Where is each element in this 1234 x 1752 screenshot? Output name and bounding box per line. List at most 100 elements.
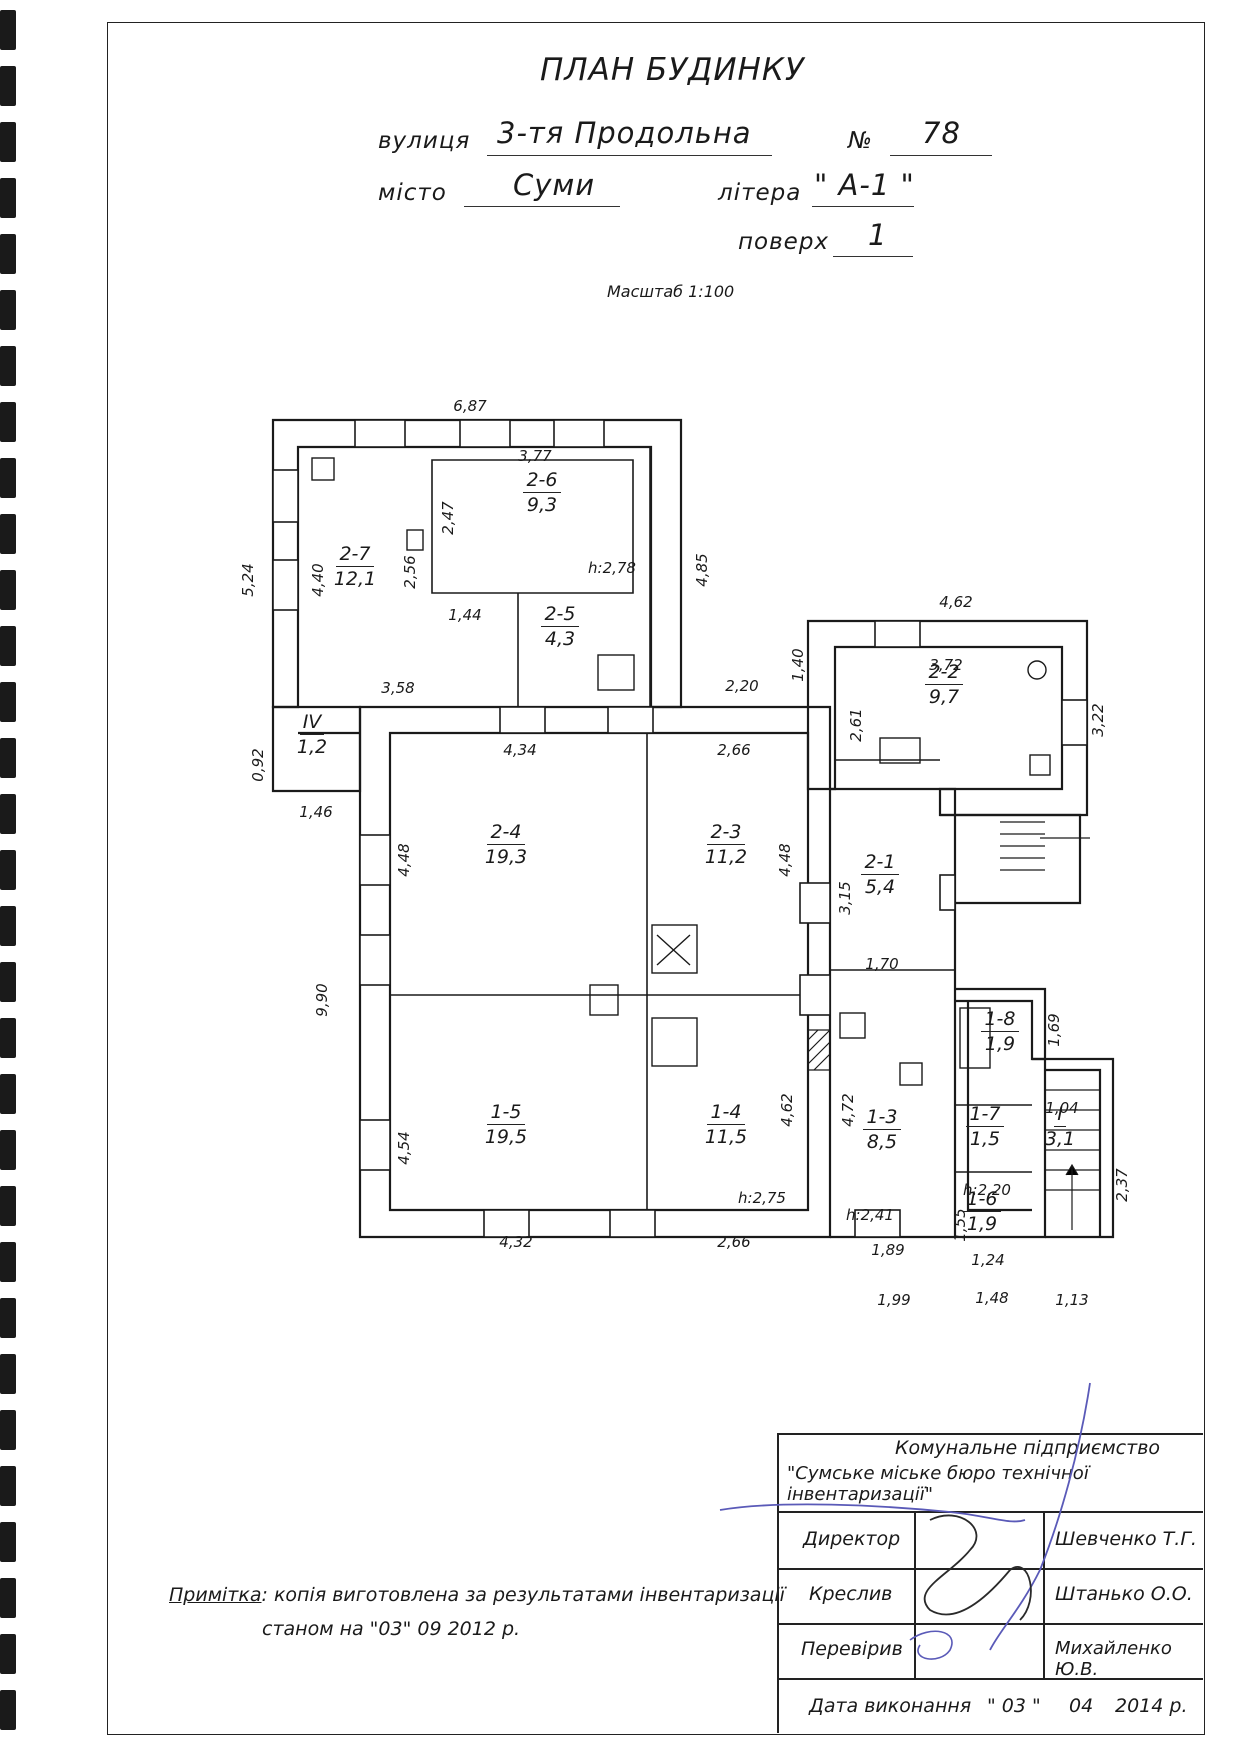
dimension-label: 1,40 <box>789 648 807 682</box>
room-id: 1-3 <box>863 1105 901 1130</box>
number-label: № <box>848 128 873 154</box>
dimension-label: 1,99 <box>877 1291 911 1309</box>
street-label: вулиця <box>378 128 471 154</box>
city-underline <box>464 206 620 207</box>
room-area: 11,5 <box>704 1126 748 1148</box>
note: Примітка: копія виготовлена за результат… <box>169 1584 785 1606</box>
binding-ring <box>0 290 16 330</box>
room-id: 2-5 <box>541 602 579 627</box>
binding-ring <box>0 346 16 386</box>
room-id: 2-1 <box>861 850 899 875</box>
room-area: 1,5 <box>969 1128 1001 1150</box>
binding-ring <box>0 458 16 498</box>
room-area: 1,9 <box>984 1033 1016 1055</box>
binding-ring <box>0 1298 16 1338</box>
director-name: Шевченко Т.Г. <box>1055 1528 1197 1550</box>
room-area: 3,1 <box>1044 1128 1076 1150</box>
letter-value: " А-1 " <box>814 168 915 202</box>
dimension-label: 1,44 <box>448 606 482 624</box>
room-area: 1,2 <box>296 736 328 758</box>
room-area: 8,5 <box>866 1131 898 1153</box>
dimension-label: 1,70 <box>865 955 899 973</box>
binding-ring <box>0 514 16 554</box>
room-id: 1-5 <box>487 1100 525 1125</box>
room-id: 1-8 <box>981 1007 1019 1032</box>
dimension-label: 3,72 <box>929 656 963 674</box>
note-label: Примітка <box>169 1584 262 1606</box>
dimension-label: 4,62 <box>939 593 973 611</box>
city-value: Суми <box>513 168 596 202</box>
scale-label: Масштаб 1:100 <box>607 282 735 301</box>
dimension-label: 4,34 <box>503 741 537 759</box>
binding-ring <box>0 402 16 442</box>
room-id: I <box>1054 1102 1066 1127</box>
dimension-label: 3,77 <box>518 447 552 465</box>
room-id: 2-3 <box>707 820 745 845</box>
dimension-label: 1,55 <box>951 1208 969 1242</box>
room-id: 1-7 <box>966 1102 1004 1127</box>
dimension-label: 1,04 <box>1045 1099 1079 1117</box>
binding-ring <box>0 1690 16 1730</box>
dimension-label: 2,66 <box>717 1233 751 1251</box>
dimension-label: 9,90 <box>313 983 331 1017</box>
binding-ring <box>0 682 16 722</box>
org-line-2: "Сумське міське бюро технічної інвентари… <box>787 1463 1089 1505</box>
room-area: 12,1 <box>333 568 377 590</box>
note-text-1: : копія виготовлена за результатами інве… <box>261 1584 785 1606</box>
binding-ring <box>0 122 16 162</box>
dimension-label: 1,48 <box>975 1289 1009 1307</box>
binding-ring <box>0 1018 16 1058</box>
dimension-label: 2,66 <box>717 741 751 759</box>
room-area: 5,4 <box>864 876 896 898</box>
binding-ring <box>0 10 16 50</box>
room-area: 4,3 <box>544 628 576 650</box>
dimension-label: 1,69 <box>1045 1013 1063 1047</box>
dimension-label: 4,48 <box>395 843 413 877</box>
binding-ring <box>0 178 16 218</box>
binding-ring <box>0 1410 16 1450</box>
binding-ring <box>0 626 16 666</box>
binding-ring <box>0 66 16 106</box>
dimension-label: 1,13 <box>1055 1291 1089 1309</box>
street-underline <box>487 155 772 156</box>
dimension-label: 4,72 <box>839 1093 857 1127</box>
room-area: 19,3 <box>484 846 528 868</box>
room-id: 1-4 <box>707 1100 745 1125</box>
floor-underline <box>833 256 913 257</box>
binding-ring <box>0 1354 16 1394</box>
dimension-label: 2,56 <box>401 555 419 589</box>
binding-ring <box>0 1186 16 1226</box>
dimension-label: 3,58 <box>381 679 415 697</box>
room-area: 11,2 <box>704 846 748 868</box>
letter-underline <box>812 206 914 207</box>
date-day: " 03 " <box>987 1695 1041 1717</box>
director-label: Директор <box>803 1528 901 1550</box>
checked-name: Михайленко Ю.В. <box>1055 1638 1172 1680</box>
dimension-label: 5,24 <box>239 563 257 597</box>
binding-ring <box>0 1466 16 1506</box>
letter-label: літера <box>718 180 802 206</box>
number-underline <box>890 155 992 156</box>
number-value: 78 <box>922 116 961 150</box>
title-block: Комунальне підприємство "Сумське міське … <box>777 1433 1203 1733</box>
room-area: 1,9 <box>966 1213 998 1235</box>
note-date: станом на "03" 09 2012 р. <box>262 1618 521 1640</box>
drafted-name: Штанько О.О. <box>1055 1583 1193 1605</box>
dimension-label: 3,22 <box>1089 703 1107 737</box>
binding-ring <box>0 1578 16 1618</box>
org-line-1: Комунальне підприємство <box>895 1437 1161 1459</box>
dimension-label: 1,46 <box>299 803 333 821</box>
drafted-label: Креслив <box>809 1583 893 1605</box>
room-id: 2-6 <box>523 468 561 493</box>
